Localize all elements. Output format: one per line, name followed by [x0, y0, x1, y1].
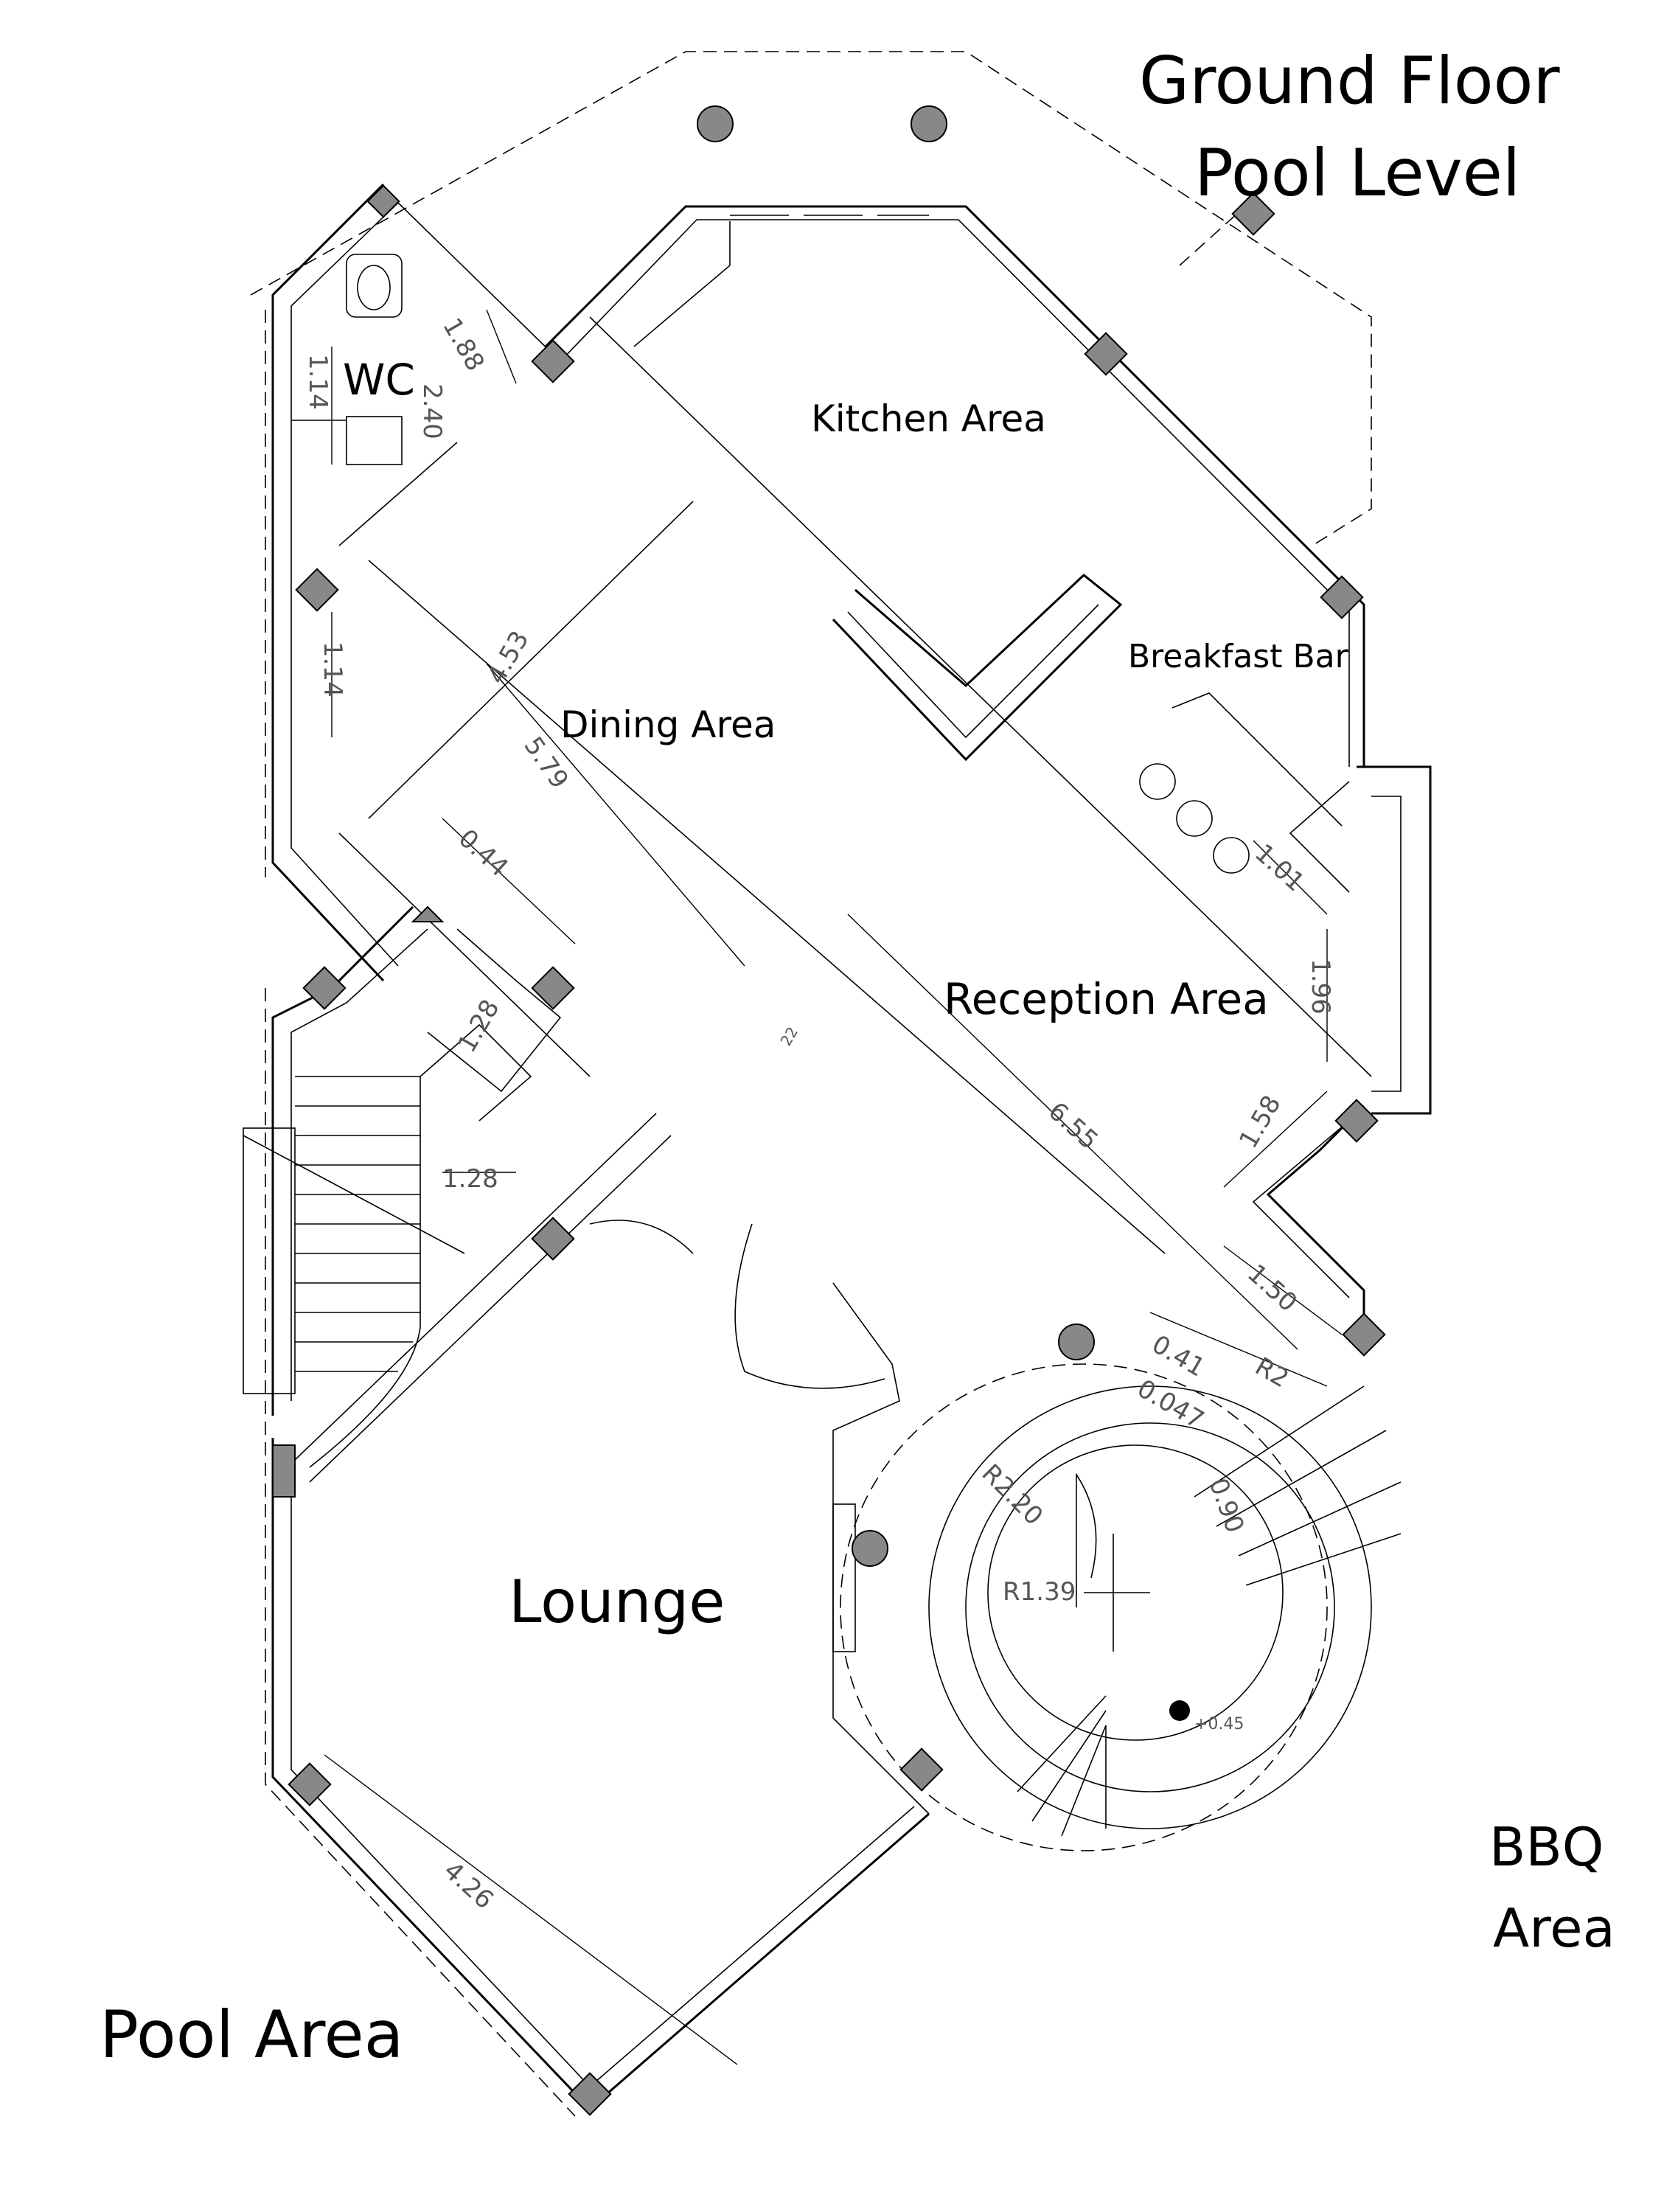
wc-divider — [338, 442, 458, 546]
dim-r1-39: R1.39 — [1003, 1577, 1076, 1607]
lounge-wall-right — [832, 1282, 930, 1815]
kitchen-counter-diag — [633, 265, 731, 347]
wc-basin — [346, 254, 403, 318]
bar-stool-1 — [1139, 763, 1176, 800]
dim-1-28: 1.28 — [442, 1164, 498, 1194]
bar-top — [1172, 692, 1343, 827]
bbq-label-line-1: BBQ — [1489, 1816, 1604, 1878]
dim-0-44: 0.44 — [453, 824, 514, 883]
wc-basin-bowl — [357, 265, 391, 310]
breakfast-counter-inner — [847, 604, 1099, 739]
dim-1-88: 1.88 — [436, 313, 490, 377]
lounge-upper-wall-inner — [309, 1135, 672, 1483]
dim-4-26: 4.26 — [438, 1856, 499, 1915]
dining-divider — [368, 501, 694, 819]
title-line-1: Ground Floor — [1139, 43, 1560, 119]
dim-22: 22 — [777, 1023, 802, 1048]
pool-area-label: Pool Area — [100, 1997, 404, 2073]
room-label-wc: WC — [343, 355, 415, 405]
dim-r2-20: R2.20 — [976, 1458, 1049, 1531]
wc-wall-outer — [271, 183, 385, 982]
dim-r2: R2 — [1250, 1352, 1294, 1394]
dim-0-047: 0.047 — [1132, 1374, 1209, 1435]
dim-6-55: 6.55 — [1042, 1096, 1104, 1155]
kitchen-wall-outer — [544, 205, 1365, 767]
bar-stool-2 — [1176, 800, 1213, 837]
bar-stool-3 — [1213, 837, 1250, 874]
stair-wall-inner — [290, 928, 428, 1401]
room-label-kitchen: Kitchen Area — [811, 397, 1046, 440]
room-label-breakfast-bar: Breakfast Bar — [1128, 638, 1349, 675]
dim-1-58: 1.58 — [1233, 1091, 1287, 1154]
spiral-treads — [1017, 1385, 1402, 1837]
breakfast-counter — [832, 574, 1123, 762]
spiral-mid — [965, 1422, 1335, 1792]
wc-wall-inner — [290, 202, 399, 967]
wc-wall-diag — [397, 202, 561, 362]
dim-4-53: 4.53 — [481, 626, 535, 689]
reception-wall-right-inner — [1252, 1120, 1350, 1298]
level-mark-text: +0.45 — [1194, 1715, 1244, 1733]
columns — [272, 184, 1386, 2116]
spiral-inner — [987, 1444, 1284, 1741]
lounge-upper-wall — [294, 1113, 657, 1461]
kitchen-wall-inner — [560, 219, 1350, 767]
stair-wall-outer — [271, 905, 414, 1416]
wc-toilet — [346, 416, 403, 465]
stair-stringer — [309, 1077, 421, 1468]
stair-window — [243, 1127, 296, 1394]
spiral-arrow — [1076, 1472, 1097, 1607]
dim-2-40: 2.40 — [417, 383, 447, 439]
roof-outline-left-lower — [265, 988, 576, 2117]
lounge-wall-inner — [290, 1445, 915, 2088]
dim-1-96: 1.96 — [1306, 959, 1335, 1015]
bay-niche — [1289, 781, 1350, 893]
dim-1-14-mid: 1.14 — [318, 641, 347, 698]
kitchen-partition — [589, 316, 1372, 1077]
title-line-2: Pool Level — [1194, 135, 1520, 211]
dim-1-50: 1.50 — [1242, 1259, 1303, 1318]
lounge-wall-outer — [271, 1438, 930, 2111]
dimension-lines — [324, 309, 1343, 2065]
door-arc-1 — [589, 1220, 694, 1254]
reception-wall-right — [1266, 1105, 1365, 1335]
bbq-label-line-2: Area — [1493, 1897, 1615, 1959]
bay-window-outer — [1357, 765, 1432, 1115]
lounge-window-right — [832, 1503, 856, 1652]
stair-arrow-top — [411, 905, 445, 922]
round-columns — [697, 105, 1095, 1567]
spiral-outer — [928, 1385, 1372, 1829]
stair-treads — [295, 1076, 420, 1372]
dim-1-14-top: 1.14 — [303, 354, 333, 410]
stair-break-line — [243, 1135, 465, 1254]
bay-window-inner — [1371, 796, 1402, 1092]
level-marker-icon — [1169, 1700, 1190, 1721]
room-label-dining: Dining Area — [560, 703, 776, 746]
room-label-reception: Reception Area — [944, 974, 1269, 1024]
stair-landing — [427, 928, 562, 1093]
room-label-lounge: Lounge — [509, 1568, 725, 1636]
dim-0-90: 0.90 — [1203, 1474, 1250, 1537]
dim-1-28-small: 1.28 — [452, 995, 505, 1058]
dining-lower — [338, 832, 591, 1077]
rotunda-outline — [840, 1363, 1328, 1851]
roof-outline-top — [250, 51, 1372, 546]
door-arc-2 — [734, 1223, 885, 1389]
central-axis-1 — [368, 560, 1166, 1254]
